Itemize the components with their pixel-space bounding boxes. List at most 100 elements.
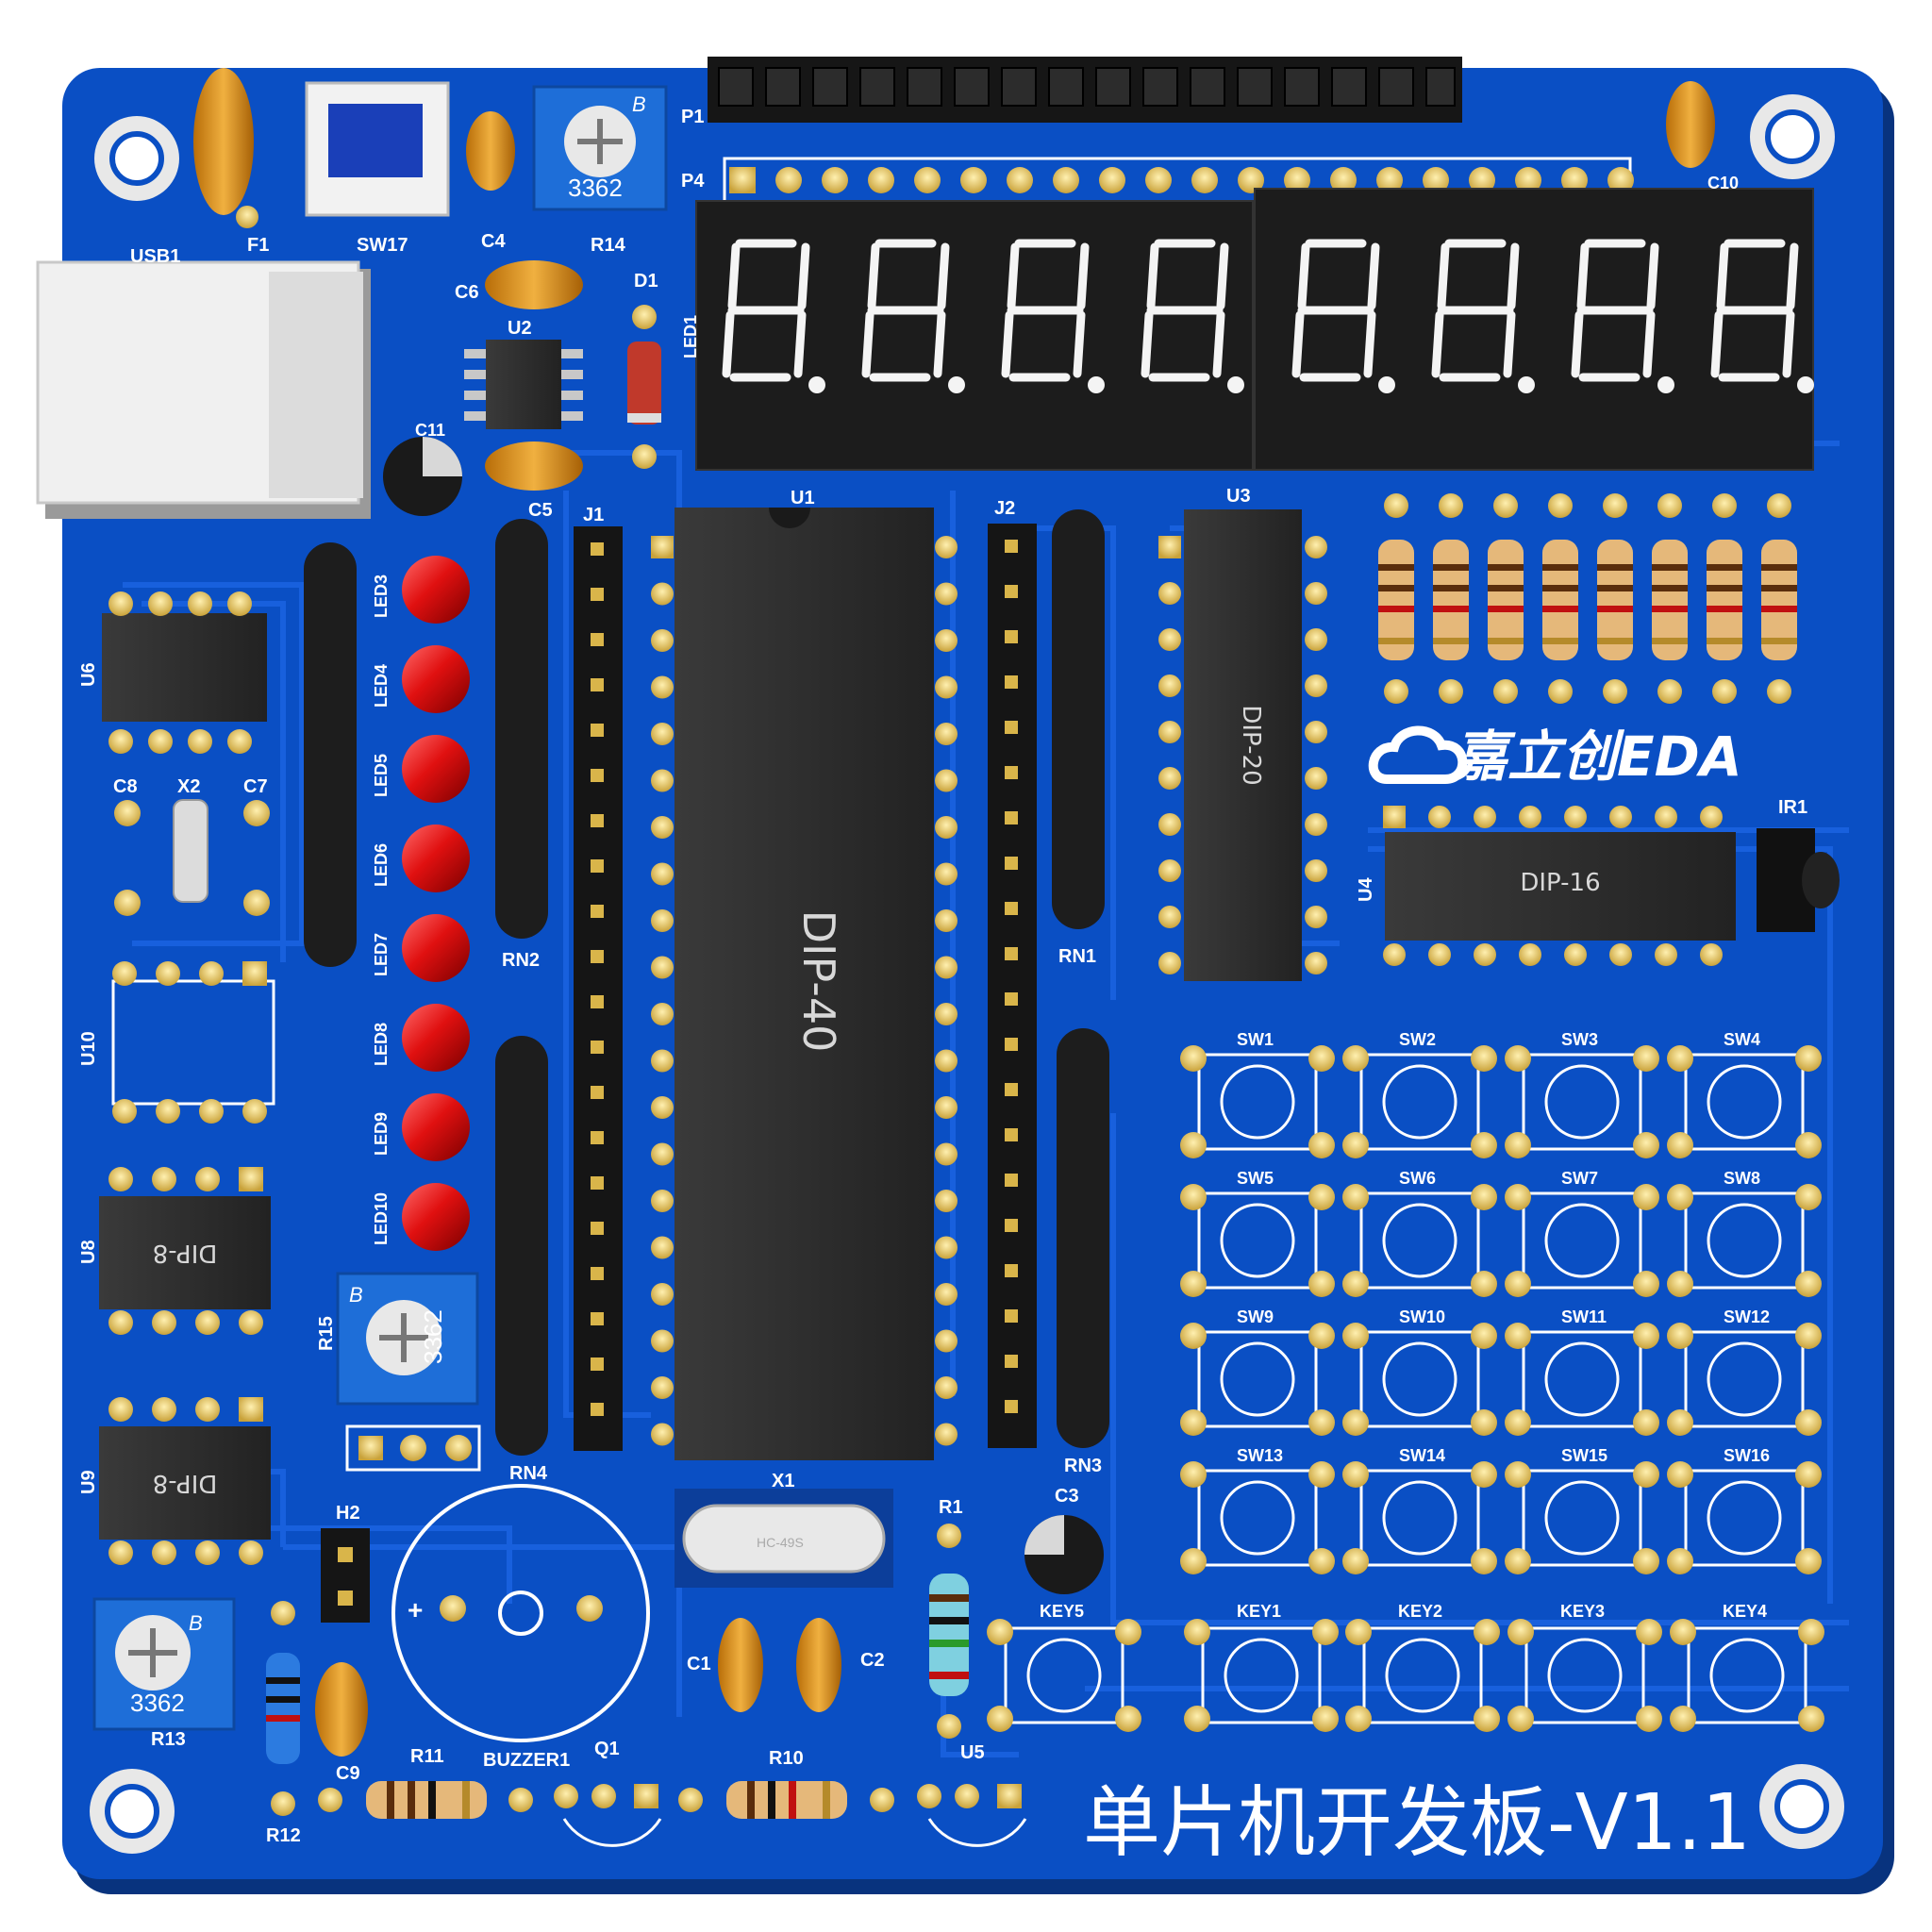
tact-switch[interactable]: SW6	[1342, 1169, 1497, 1297]
resnet-rn4	[495, 1036, 548, 1456]
tact-switch[interactable]: SW9	[1180, 1307, 1335, 1436]
tact-switch[interactable]: SW11	[1505, 1307, 1659, 1436]
tact-switch[interactable]: SW7	[1505, 1169, 1659, 1297]
pad	[935, 909, 958, 932]
pad	[987, 1619, 1013, 1645]
cap-c4	[466, 111, 515, 191]
pad	[1342, 1184, 1369, 1210]
tact-switch[interactable]: SW2	[1342, 1030, 1497, 1158]
label-c5: C5	[528, 500, 553, 521]
pad	[1158, 813, 1181, 836]
pad	[1384, 493, 1408, 518]
resistor	[1542, 493, 1578, 704]
key-switch[interactable]: KEY1	[1184, 1602, 1339, 1732]
tact-switch[interactable]: SW10	[1342, 1307, 1497, 1436]
resistor-band	[1761, 585, 1797, 591]
pad	[1469, 167, 1495, 193]
header-p1-pins	[718, 67, 1456, 107]
tact-switch[interactable]: SW3	[1505, 1030, 1659, 1158]
key-cap	[1709, 1638, 1785, 1713]
pad	[1655, 943, 1677, 966]
pad	[1158, 906, 1181, 928]
u5-pad	[917, 1784, 941, 1808]
tact-switch[interactable]: SW1	[1180, 1030, 1335, 1158]
resistor-r10	[726, 1781, 847, 1819]
resistor	[1378, 493, 1414, 704]
tact-switch[interactable]: SW5	[1180, 1169, 1335, 1297]
pot-r15-value: 3362	[419, 1309, 447, 1364]
switch-outline	[1359, 1469, 1480, 1567]
label-c9: C9	[336, 1763, 360, 1784]
segment	[1367, 242, 1380, 310]
seven-seg-digit	[1571, 239, 1674, 393]
pot-r14-cross	[577, 119, 623, 164]
pad	[1180, 1409, 1207, 1436]
switch-cap	[1707, 1064, 1782, 1140]
label-rn4: RN4	[509, 1463, 548, 1484]
pad	[152, 1541, 176, 1565]
pot-r13-b: B	[189, 1611, 203, 1635]
resistor-band	[1707, 564, 1742, 571]
pad	[775, 167, 802, 193]
diode-d1	[627, 341, 661, 425]
switch-label: SW7	[1561, 1169, 1598, 1188]
tact-switch[interactable]: SW4	[1667, 1030, 1822, 1158]
pad	[1308, 1184, 1335, 1210]
key-switch[interactable]: KEY5	[987, 1602, 1141, 1732]
resistor-band	[1652, 606, 1688, 612]
segment	[937, 242, 950, 310]
key-switch[interactable]: KEY3	[1507, 1602, 1662, 1732]
segment	[1503, 310, 1516, 378]
switch-cap	[1220, 1064, 1295, 1140]
chip-u9	[99, 1426, 271, 1540]
pad	[1633, 1045, 1659, 1072]
pad	[935, 1329, 958, 1353]
label-c1: C1	[687, 1654, 711, 1674]
switch-label: SW16	[1724, 1446, 1770, 1465]
usb-connector-face	[269, 272, 363, 498]
pad	[960, 167, 987, 193]
pad	[1342, 1132, 1369, 1158]
label-r11: R11	[410, 1746, 444, 1767]
led-dome	[402, 1004, 470, 1072]
resistor-band	[1433, 585, 1469, 591]
switch-label: SW6	[1399, 1169, 1436, 1188]
tact-switch[interactable]: SW13	[1180, 1446, 1335, 1574]
header-pin	[1005, 1174, 1018, 1187]
key-switch[interactable]: KEY4	[1670, 1602, 1824, 1732]
segment	[861, 310, 874, 378]
pad	[1633, 1323, 1659, 1349]
pad	[1158, 721, 1181, 743]
pad	[1603, 679, 1627, 704]
r1-pad	[937, 1524, 961, 1548]
header-3pin-pad	[445, 1435, 472, 1461]
chip-u4-label: DIP-16	[1520, 869, 1600, 897]
buzzer-pad	[576, 1595, 603, 1622]
led: LED7	[372, 914, 470, 982]
tact-switch[interactable]: SW8	[1667, 1169, 1822, 1297]
key-switch[interactable]: KEY2	[1345, 1602, 1500, 1732]
switch-outline	[1684, 1330, 1805, 1428]
decimal-point	[948, 376, 965, 393]
tact-switch[interactable]: SW12	[1667, 1307, 1822, 1436]
mounting-holes	[90, 94, 1844, 1854]
pad	[1158, 767, 1181, 790]
header-pin	[1005, 1355, 1018, 1368]
pad	[1308, 1271, 1335, 1297]
pad	[1180, 1271, 1207, 1297]
pot-r14-value: 3362	[568, 174, 623, 202]
tact-switch[interactable]: SW15	[1505, 1446, 1659, 1574]
label-rn2: RN2	[502, 950, 540, 971]
switch-outline	[1522, 1330, 1642, 1428]
pad	[1428, 806, 1451, 828]
tact-switch[interactable]: SW16	[1667, 1446, 1822, 1574]
pad	[195, 1541, 220, 1565]
label-d1: D1	[634, 271, 658, 291]
label-r12: R12	[266, 1825, 301, 1846]
segment	[1076, 242, 1090, 310]
pad	[108, 729, 133, 754]
decimal-point	[1088, 376, 1105, 393]
chip-u4-pads	[1383, 806, 1723, 966]
tact-switch[interactable]: SW14	[1342, 1446, 1497, 1574]
